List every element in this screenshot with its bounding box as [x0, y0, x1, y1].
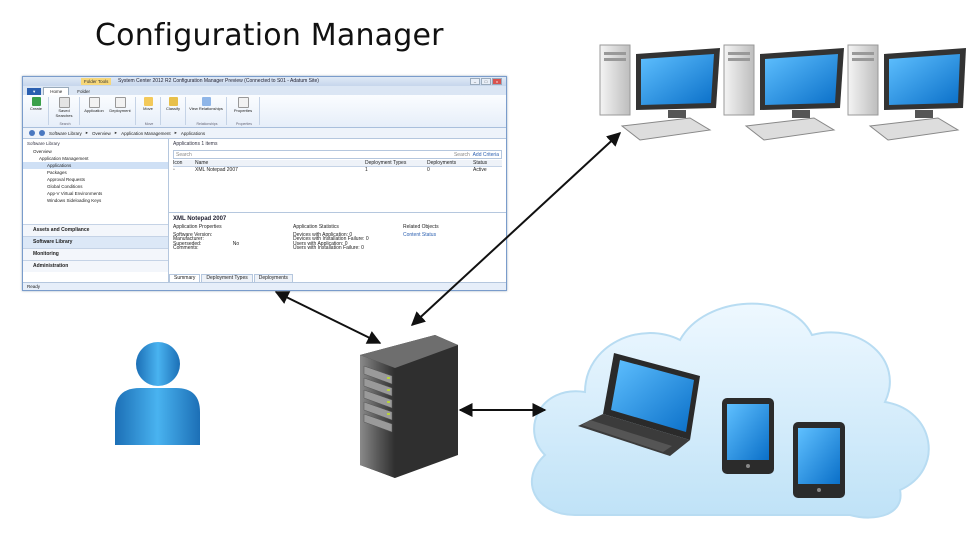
nav-tree: Overview Application Management Applicat… — [23, 148, 168, 204]
console-titlebar: Folder Tools System Center 2012 R2 Confi… — [23, 77, 506, 86]
deployment-icon — [114, 97, 126, 108]
desktop-computer-icon — [723, 44, 844, 141]
search-icon — [58, 97, 70, 108]
breadcrumb-item[interactable]: Application Management — [121, 130, 171, 136]
properties-icon — [237, 97, 249, 108]
desktop-computer-icon — [847, 44, 966, 141]
window-title: System Center 2012 R2 Configuration Mana… — [118, 78, 319, 84]
details-title: XML Notepad 2007 — [173, 216, 227, 222]
tree-item[interactable]: Windows Sideloading Keys — [47, 198, 102, 203]
nav-pane-header: Software Library — [27, 141, 60, 146]
breadcrumb-item[interactable]: Overview — [92, 130, 111, 136]
forward-icon[interactable] — [39, 130, 45, 136]
tree-item[interactable]: Approval Requests — [47, 177, 86, 182]
breadcrumb-item[interactable]: Applications — [180, 130, 206, 136]
saved-searches-button[interactable]: Saved Searches — [51, 97, 77, 125]
tree-item[interactable]: Applications — [23, 162, 168, 169]
properties-button[interactable]: Properties — [229, 97, 257, 125]
server-icon — [360, 335, 458, 478]
move-button[interactable]: Move — [138, 97, 158, 125]
connection-arrows — [274, 132, 622, 417]
application-icon — [88, 97, 100, 108]
tree-item[interactable]: Global Conditions — [47, 184, 83, 189]
workspace-assets[interactable]: Assets and Compliance — [23, 224, 168, 236]
relationships-icon — [201, 97, 211, 106]
diagram-title: Configuration Manager — [95, 18, 444, 53]
status-bar: Ready — [23, 282, 506, 290]
navigation-pane: Software Library Overview Application Ma… — [23, 139, 169, 283]
arrow-console-server — [274, 291, 382, 344]
search-input[interactable]: Search — [176, 151, 192, 158]
context-tab: Folder Tools — [81, 78, 112, 85]
app-statistics: Application Statistics Devices with Appl… — [293, 224, 369, 252]
workspace-administration[interactable]: Administration — [23, 260, 168, 272]
back-icon[interactable] — [29, 130, 35, 136]
classify-icon — [168, 97, 178, 106]
view-relationships-button[interactable]: View Relationships — [188, 97, 224, 125]
deployment-button[interactable]: Deployment — [107, 97, 133, 125]
maximize-button[interactable]: □ — [481, 78, 491, 85]
create-button[interactable]: Create — [26, 97, 46, 125]
tree-item[interactable]: Packages — [47, 170, 67, 175]
tree-item[interactable]: Overview — [33, 149, 52, 154]
tablet-icon — [793, 422, 845, 498]
desktop-computer-icon — [599, 44, 720, 141]
minimize-button[interactable]: – — [470, 78, 480, 85]
workspace-software-library[interactable]: Software Library — [23, 236, 168, 248]
application-button[interactable]: Application — [82, 97, 106, 125]
app-icon: ▫ — [173, 167, 175, 173]
breadcrumb: Software Library▸ Overview▸ Application … — [23, 128, 506, 139]
laptop-icon — [578, 353, 700, 456]
tab-home[interactable]: Home — [43, 87, 70, 95]
breadcrumb-item[interactable]: Software Library — [49, 130, 82, 136]
arrow-server-desktops — [410, 132, 622, 326]
list-header: Applications 1 items — [173, 141, 218, 147]
user-icon — [115, 342, 200, 445]
tree-item[interactable]: App-V Virtual Environments — [47, 191, 103, 196]
close-button[interactable]: x — [492, 78, 502, 85]
tablet-icon — [722, 398, 774, 474]
create-icon — [31, 97, 41, 106]
tree-item[interactable]: Application Management — [39, 156, 89, 161]
classify-button[interactable]: Classify — [163, 97, 183, 125]
ribbon-tabs: ▾ Home Folder — [23, 86, 506, 95]
folder-icon — [143, 97, 153, 106]
tab-folder[interactable]: Folder — [77, 89, 91, 94]
workspace-monitoring[interactable]: Monitoring — [23, 248, 168, 260]
app-properties: Application Properties Software Version:… — [173, 224, 240, 252]
file-tab[interactable]: ▾ — [27, 88, 42, 95]
